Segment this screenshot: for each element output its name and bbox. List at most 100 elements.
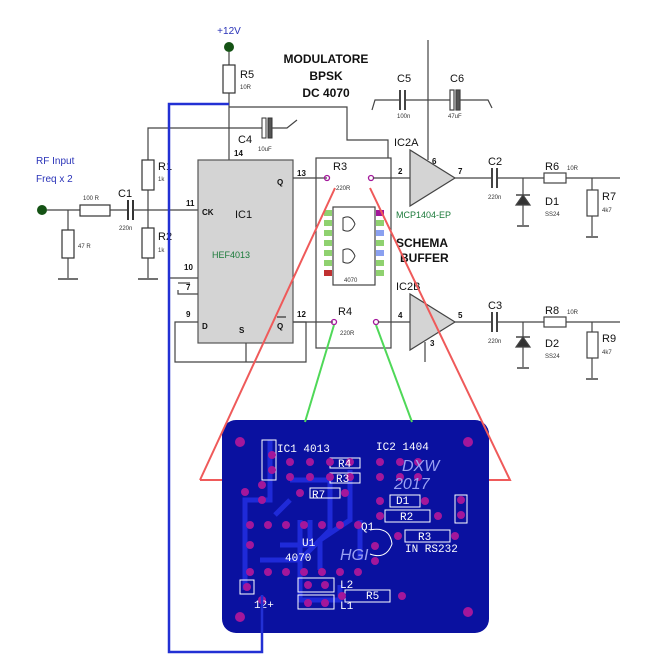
ic2a-pin6: 6 <box>432 157 437 166</box>
pcb-r3: R3 <box>336 474 349 486</box>
c5-label: C5 <box>397 73 411 85</box>
r9-value: 4k7 <box>602 350 612 356</box>
opamp-ic2b: IC2B 4 3 5 <box>396 281 492 362</box>
ic1-s: S <box>239 326 245 335</box>
opamp-ic2a: IC2A MCP1404-EP 2 6 7 <box>394 137 492 220</box>
ic1-part: HEF4013 <box>212 250 250 260</box>
pcb-silkscreen <box>239 439 468 610</box>
r9-label: R9 <box>602 333 616 345</box>
red-zoom-lines <box>199 187 336 481</box>
ic2b-label: IC2B <box>396 281 420 293</box>
title-line2: BPSK <box>309 69 343 83</box>
pcb-in-rs232: IN RS232 <box>405 544 458 556</box>
ic2b-pin4: 4 <box>398 311 403 320</box>
ic1-q: Q <box>277 178 283 187</box>
d1-label: D1 <box>545 196 559 208</box>
r6-value: 10R <box>567 166 579 172</box>
ic2b-pin5: 5 <box>458 311 463 320</box>
output-chain-b: C3 220n R8 10R D2 SS24 R9 4k7 <box>488 300 620 380</box>
ic2b-pin3: 3 <box>430 339 435 348</box>
wire-r1-feed <box>147 127 229 160</box>
green-link-right <box>375 324 413 423</box>
ic1-hef4013: IC1 HEF4013 CK D S Q Q 14 11 10 7 9 13 1… <box>168 149 307 363</box>
r1-value: 1k <box>158 177 165 183</box>
resistor-r2: R2 1k <box>138 227 172 280</box>
resistor-47r: 47 R <box>58 210 91 280</box>
c3-value: 220n <box>488 339 501 345</box>
c2-label: C2 <box>488 156 502 168</box>
pcb-r5: R5 <box>366 591 379 603</box>
ic1-pin9: 9 <box>186 310 191 319</box>
pcb-12v: 12+ <box>254 600 274 612</box>
pcb-ic2-label: IC2 1404 <box>376 442 429 454</box>
ic2a-label: IC2A <box>394 137 419 149</box>
buffer-box: R3 220R R4 220R 4070 <box>315 157 392 349</box>
green-link-left <box>304 324 335 423</box>
pcb-r3b: R3 <box>418 532 431 544</box>
c3-label: C3 <box>488 300 502 312</box>
c1-label: C1 <box>118 188 132 200</box>
ic1-name: IC1 <box>235 209 252 221</box>
r8-label: R8 <box>545 305 559 317</box>
r7-value: 4k7 <box>602 208 612 214</box>
c2-value: 220n <box>488 195 501 201</box>
r3-label: R3 <box>333 161 347 173</box>
pcb-year: 2017 <box>393 476 431 493</box>
title-line1: MODULATORE <box>284 52 369 66</box>
pcb-l2: L2 <box>340 580 353 592</box>
pcb-ic1-label: IC1 4013 <box>277 444 330 456</box>
pcb-r7: R7 <box>312 490 325 502</box>
pcb-l1: L1 <box>340 601 354 613</box>
r5-value: 10R <box>240 85 252 91</box>
ic2a-pin7: 7 <box>458 167 463 176</box>
c1-value: 220n <box>119 226 132 232</box>
ic2a-pin2: 2 <box>398 167 403 176</box>
r47-label: 47 R <box>78 244 91 250</box>
d1-value: SS24 <box>545 212 560 218</box>
blue-supply-wire <box>167 102 264 654</box>
rf-input: RF Input Freq x 2 <box>36 156 80 215</box>
pcb-r2: R2 <box>400 512 413 524</box>
pcb-4070: 4070 <box>285 553 311 565</box>
schematic-title: MODULATORE BPSK DC 4070 <box>284 52 369 100</box>
pcb-board: IC1 4013 IC2 1404 DXW 2017 HGI R4 R3 R7 … <box>222 420 489 633</box>
pcb-pads <box>235 437 473 622</box>
resistor-100r: 100 R <box>79 196 128 217</box>
buffer-label-2: BUFFER <box>400 251 449 265</box>
c6-label: C6 <box>450 73 464 85</box>
ic1-ck: CK <box>202 208 214 217</box>
pcb-d1: D1 <box>396 496 410 508</box>
pcb-brand: DXW <box>402 458 441 475</box>
buffer-label-1: SCHEMA <box>396 236 448 250</box>
c5-value: 100n <box>397 114 410 120</box>
ic1-d: D <box>202 322 208 331</box>
ic2a-part: MCP1404-EP <box>396 210 451 220</box>
output-chain-a: C2 220n R6 10R D1 SS24 R7 4k7 <box>488 156 620 238</box>
red-zoom-right <box>369 187 512 481</box>
resistor-r1: R1 1k <box>141 159 172 228</box>
ic1-pin11: 11 <box>186 199 195 208</box>
ic4070-label: 4070 <box>344 278 358 284</box>
ic1-pin14: 14 <box>234 149 243 158</box>
capacitor-c5-c6: C5 100n C6 47uF <box>371 40 493 160</box>
r3-value: 220R <box>336 186 351 192</box>
capacitor-c4: C4 10uF <box>229 117 298 153</box>
ic1-qbar: Q <box>277 322 283 331</box>
supply-label: +12V <box>217 26 241 37</box>
c4-label: C4 <box>238 134 252 146</box>
r2-value: 1k <box>158 248 165 254</box>
pcb-hgi: HGI <box>340 547 369 564</box>
d2-value: SS24 <box>545 354 560 360</box>
ic1-pin7: 7 <box>186 283 191 292</box>
rf-input-label: RF Input <box>36 156 75 167</box>
r100-label: 100 R <box>83 196 100 202</box>
supply-terminal: +12V <box>217 26 241 65</box>
capacitor-c1: C1 220n <box>118 188 198 232</box>
rf-input-freq: Freq x 2 <box>36 174 73 185</box>
ic1-pin10: 10 <box>184 263 193 272</box>
d2-label: D2 <box>545 338 559 350</box>
r8-value: 10R <box>567 310 579 316</box>
r4-value: 220R <box>340 331 355 337</box>
ic1-pin13: 13 <box>297 169 306 178</box>
